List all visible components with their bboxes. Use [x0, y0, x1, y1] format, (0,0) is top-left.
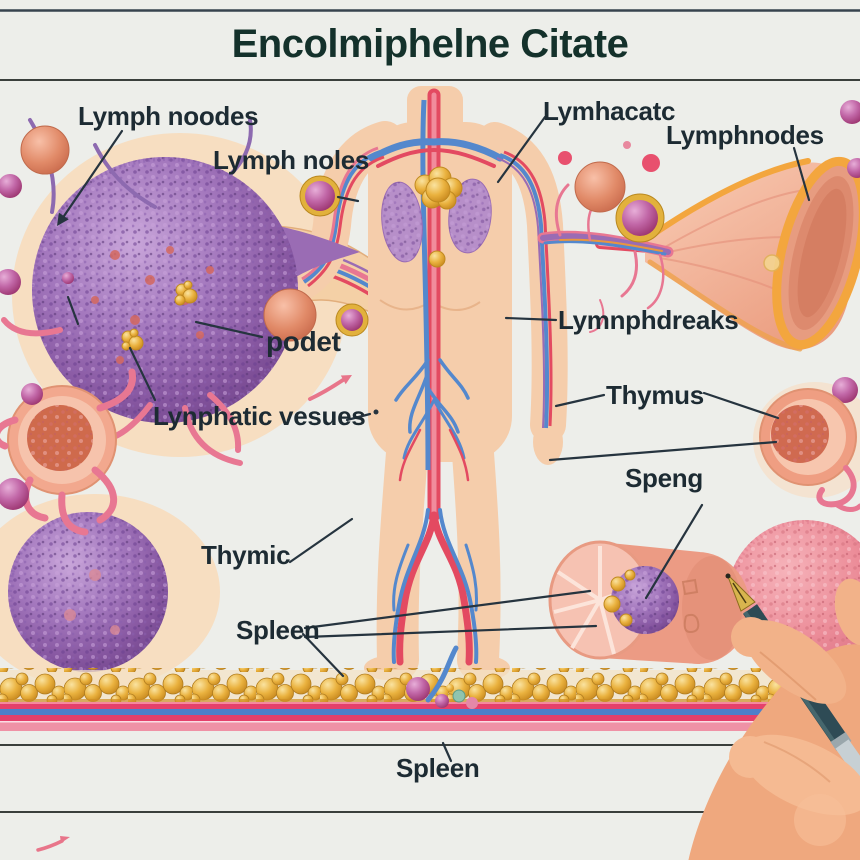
label-thymus: Thymus	[606, 380, 704, 410]
thumb	[741, 734, 860, 816]
red-arrow-bottom-left	[36, 836, 70, 852]
label-lynphatic-vesues: Lynphatic vesues	[153, 401, 366, 431]
spleen-section	[548, 540, 750, 664]
large-lymph-node	[1, 118, 360, 466]
thymus-gland-cluster	[414, 166, 463, 210]
central-blue-vessel	[420, 99, 431, 471]
red-arrow-mid	[308, 375, 352, 401]
label-spleen-bottom: Spleen	[396, 753, 480, 783]
blue-vessel-layer	[0, 709, 860, 715]
podet-cell-sphere	[263, 288, 317, 342]
human-body-figure	[279, 86, 568, 681]
label-lymph-noles: Lymph noles	[213, 145, 370, 175]
label-lymnphdreaks: Lymnphdreaks	[558, 305, 739, 335]
vessel-bundle-to-funnel	[537, 183, 674, 333]
label-thymic: Thymic	[201, 540, 291, 570]
knuckle-highlight	[794, 794, 846, 846]
fingertip-top	[834, 578, 860, 646]
coral-cell-tubes	[0, 368, 136, 536]
label-speng: Speng	[625, 463, 703, 493]
spleen-emboss-mark	[681, 578, 699, 596]
purple-gold-ring-sphere-1	[299, 175, 341, 217]
purple-lung-right	[448, 178, 492, 254]
leader-lines	[62, 115, 811, 763]
node-red-speckles	[91, 246, 214, 364]
red-vessel-layer	[0, 702, 860, 709]
hand-with-pen	[688, 573, 860, 860]
label-lymph-noodes: Lymph noodes	[78, 101, 259, 131]
purple-gold-ring-sphere-2	[335, 303, 369, 337]
label-lymphnodes: Lymphnodes	[666, 120, 824, 150]
pen-silver-end	[835, 739, 860, 783]
label-podet: podet	[266, 326, 341, 357]
node-gold-clusters	[121, 280, 198, 351]
scattered-spheres-right	[558, 100, 860, 403]
gold-bead-sternum	[428, 250, 446, 268]
coral-cell-right	[759, 388, 860, 512]
label-lymhacatc: Lymhacatc	[543, 96, 676, 126]
purple-lung-left	[381, 181, 423, 263]
purple-gold-ring-sphere-3	[615, 193, 665, 243]
coral-cell-left	[0, 368, 136, 536]
diagram-title: Encolmiphelne Citate	[231, 22, 629, 66]
pink-vessel-layer	[0, 722, 860, 731]
scattered-spheres-left	[0, 125, 74, 510]
leader-arrowhead	[57, 212, 69, 226]
vessel-bulb-cluster	[406, 645, 478, 709]
funnel-vessel-opening	[595, 156, 860, 352]
bottom-vessel-band	[0, 668, 860, 731]
small-lymph-node-bottom-left	[8, 512, 168, 672]
label-spleen-left: Spleen	[236, 615, 320, 645]
